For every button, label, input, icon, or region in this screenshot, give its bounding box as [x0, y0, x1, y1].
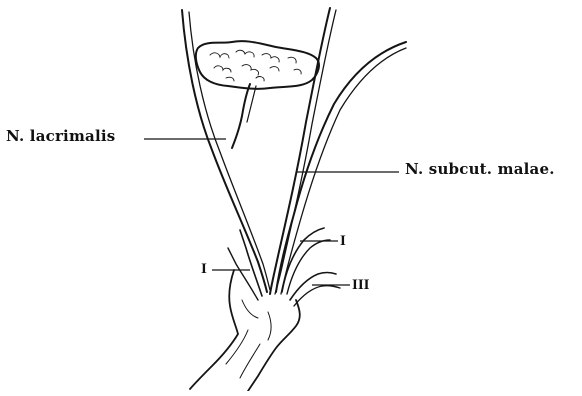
label-subcut-malae: N. subcut. malae. — [405, 162, 555, 177]
gland-branch — [232, 84, 250, 148]
label-branch-left: I — [201, 262, 207, 277]
subcut-malae-nerve — [276, 42, 406, 292]
lacrimal-gland — [196, 41, 319, 89]
label-branch-right-lower: III — [352, 278, 370, 293]
lacrimal-nerve-inner — [189, 12, 270, 290]
branch-right-lower-2 — [294, 286, 340, 306]
lacrimal-nerve — [182, 10, 267, 292]
label-lacrimalis: N. lacrimalis — [6, 129, 115, 144]
label-branch-right-upper: I — [340, 234, 346, 249]
